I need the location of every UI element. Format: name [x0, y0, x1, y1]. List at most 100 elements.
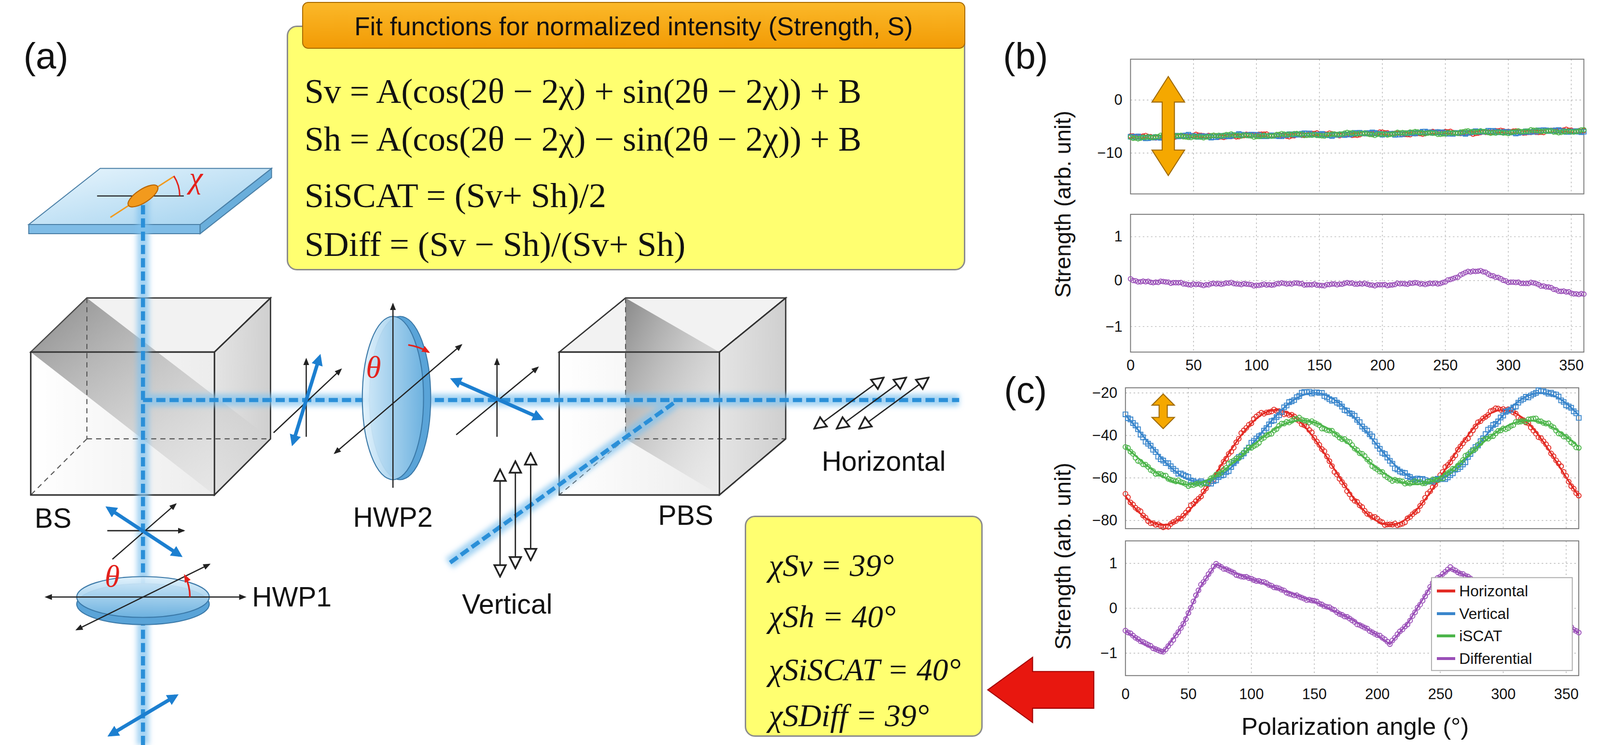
title-banner: Fit functions for normalized intensity (…	[302, 1, 966, 49]
angle-symbol-holder: θ	[104, 558, 120, 595]
legend-box	[1431, 577, 1573, 670]
legend-label: Differential	[1459, 649, 1532, 667]
legend-swatch	[1436, 656, 1456, 660]
pointer-arrow	[987, 656, 1094, 723]
data-markers	[1128, 127, 1587, 141]
tick-label-holder: −1	[1100, 644, 1118, 662]
half-wave-plate	[45, 564, 245, 630]
grid-line	[1571, 214, 1572, 352]
grid-line	[1251, 540, 1252, 676]
grid-line	[1193, 59, 1194, 195]
grid-line	[1130, 236, 1584, 237]
plot-layer	[1123, 59, 1587, 676]
tick-label: 350	[1558, 356, 1584, 374]
tick-label: 300	[1490, 685, 1516, 703]
angle-symbol-holder: θ	[365, 349, 381, 386]
angle-symbol: χ	[189, 159, 203, 195]
grid-line	[1130, 99, 1584, 100]
tick-label-holder: 0	[1109, 599, 1118, 617]
grid-line	[1507, 59, 1509, 195]
tick-label-holder: 50	[1180, 685, 1197, 703]
grid-line	[1381, 59, 1383, 195]
legend-label-holder: iSCAT	[1459, 626, 1503, 645]
axis-title: Strength (arb. unit)	[1050, 462, 1076, 650]
plot-frame	[1130, 59, 1584, 195]
grid-line	[1125, 434, 1579, 436]
panel-label: (a)	[23, 35, 69, 78]
range-arrow	[1152, 76, 1185, 176]
banner-title: Fit functions for normalized intensity (…	[354, 11, 913, 42]
grid-line	[1319, 59, 1320, 195]
grid-line	[1255, 59, 1257, 195]
tick-label-holder: 0	[1114, 91, 1123, 109]
component-label: HWP2	[352, 501, 433, 534]
tick-label: 100	[1244, 356, 1269, 374]
grid-line	[1313, 387, 1315, 529]
range-arrow	[1152, 393, 1175, 429]
axis-title-holder: Strength (arb. unit)	[1050, 462, 1076, 650]
legend-swatch	[1436, 634, 1456, 638]
tick-label-holder: −20	[1092, 384, 1118, 402]
tick-label: −10	[1097, 144, 1123, 162]
tick-label: 1	[1114, 228, 1123, 246]
output-label-holder: Horizontal	[821, 445, 946, 478]
tick-label: −20	[1092, 384, 1118, 402]
tick-label: −40	[1092, 426, 1118, 444]
fit-result-holder: χSiSCAT = 40°	[768, 651, 961, 688]
fit-result-holder: χSv = 39°	[768, 547, 894, 584]
tick-label-holder: 100	[1238, 685, 1264, 703]
tick-label: −60	[1092, 469, 1118, 487]
tick-label-holder: 0	[1121, 685, 1130, 703]
banner-title-holder: Fit functions for normalized intensity (…	[354, 11, 913, 42]
tick-label: −80	[1092, 512, 1118, 529]
axis-title-holder: Polarization angle (°)	[1241, 712, 1469, 741]
tick-label: 0	[1114, 91, 1123, 109]
tick-label: 150	[1307, 356, 1332, 374]
component-label: HWP1	[251, 581, 332, 613]
panel-label-holder: (c)	[1003, 368, 1047, 412]
tick-label-holder: −80	[1092, 512, 1118, 529]
tick-label-holder: 100	[1244, 356, 1269, 374]
half-wave-plate	[334, 304, 462, 488]
tick-label: 0	[1109, 599, 1118, 617]
data-markers	[1128, 268, 1587, 297]
component-label-holder: PBS	[658, 499, 714, 532]
legend-label-holder: Differential	[1459, 649, 1532, 667]
fit-equation-holder: SDiff = (Sv − Sh)/(Sv+ Sh)	[304, 224, 686, 265]
legend-label: iSCAT	[1459, 626, 1503, 645]
grid-line	[1445, 59, 1446, 195]
panel-label-holder: (a)	[23, 35, 69, 78]
axis-title: Polarization angle (°)	[1241, 712, 1469, 741]
output-label: Horizontal	[821, 445, 946, 478]
fit-line	[1125, 420, 1579, 485]
tick-label-holder: 0	[1114, 272, 1123, 290]
tick-label: −1	[1100, 644, 1118, 662]
legend-swatch	[1436, 612, 1456, 615]
tick-label-holder: −40	[1092, 426, 1118, 444]
component-label: BS	[34, 502, 72, 535]
equation-panel: Sv = A(cos(2θ − 2χ) + sin(2θ − 2χ)) + B S…	[286, 25, 966, 271]
tick-label-holder: 150	[1302, 685, 1327, 703]
tick-label: −1	[1105, 318, 1123, 335]
angle-symbol: θ	[104, 558, 120, 595]
tick-label: 200	[1370, 356, 1395, 374]
plot-background	[1130, 59, 1584, 195]
panel-label: (b)	[1002, 35, 1048, 78]
tick-label-holder: 250	[1428, 685, 1453, 703]
tick-label-holder: −10	[1097, 144, 1123, 162]
tick-label-holder: 350	[1554, 685, 1579, 703]
tick-label: 0	[1121, 685, 1130, 703]
angle-symbol-holder: χ	[189, 159, 203, 195]
tick-label: 1	[1109, 554, 1118, 572]
result-panel: χSv = 39°χSh = 40°χSiSCAT = 40°χSDiff = …	[744, 515, 983, 738]
nanoparticle	[97, 175, 184, 218]
legend-label-holder: Horizontal	[1459, 582, 1529, 600]
tick-label: 250	[1428, 685, 1453, 703]
sample-slide	[28, 168, 272, 234]
legend-swatch	[1436, 589, 1456, 593]
fit-equation: Sv = A(cos(2θ − 2χ) + sin(2θ − 2χ)) + B	[304, 71, 862, 112]
grid-line	[1130, 152, 1584, 154]
grid-line	[1125, 392, 1579, 393]
tick-label-holder: 350	[1558, 356, 1584, 374]
